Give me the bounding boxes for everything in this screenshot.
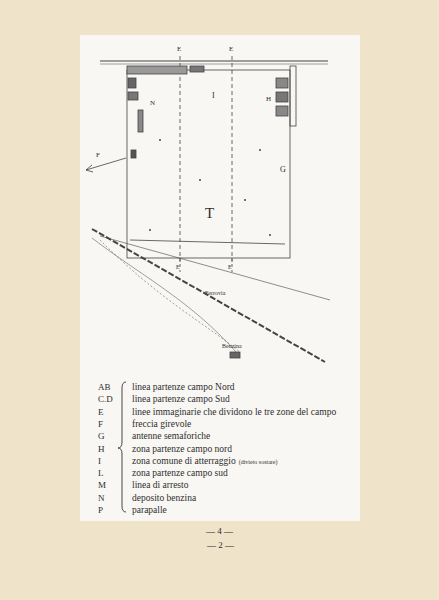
legend-text: linee immaginarie che dividono le tre zo… (132, 408, 336, 418)
legend-text: parapalle (132, 506, 167, 516)
place-name: Benzina (222, 343, 242, 349)
legend-text: freccia girevole (132, 420, 191, 430)
zone-letter: G (280, 166, 286, 174)
legend-key: AB (98, 383, 111, 392)
page-number: — 2 — (207, 541, 234, 550)
legend-key: I (98, 457, 101, 466)
zone-letter: F (96, 152, 100, 159)
legend-key: E (98, 408, 104, 417)
legend-key: G (98, 432, 105, 441)
legend-text: deposito benzina (132, 494, 196, 504)
zone-letter: E (229, 46, 233, 53)
legend-key: H (98, 445, 105, 454)
legend-text: linea partenze campo Sud (132, 395, 230, 405)
zone-letter: E (177, 46, 181, 53)
legend-text: (divieto sostare) (239, 459, 278, 465)
legend-key: P (98, 506, 103, 515)
zone-letter: I (212, 92, 215, 100)
legend-text: zona comune di atterraggio (132, 457, 236, 467)
landing-t: T (205, 206, 214, 221)
legend-text: zona partenze campo nord (132, 445, 232, 455)
legend-key: L (98, 469, 104, 478)
legend-key: C.D (98, 395, 113, 404)
legend-text: antenne semaforiche (132, 432, 210, 442)
legend-text: zona partenze campo sud (132, 469, 228, 479)
place-name: Ferrovia (205, 290, 225, 296)
zone-letter: E (176, 264, 180, 270)
zone-letter: N (150, 100, 155, 107)
legend-text: linea di arresto (132, 481, 188, 491)
zone-letter: E (228, 264, 232, 270)
legend-key: F (98, 420, 103, 429)
legend-key: M (98, 481, 106, 490)
zone-letter: H (266, 96, 271, 103)
legend-text: linea partenze campo Nord (132, 383, 235, 393)
page-number: — 4 — (206, 527, 233, 536)
legend-key: N (98, 494, 105, 503)
